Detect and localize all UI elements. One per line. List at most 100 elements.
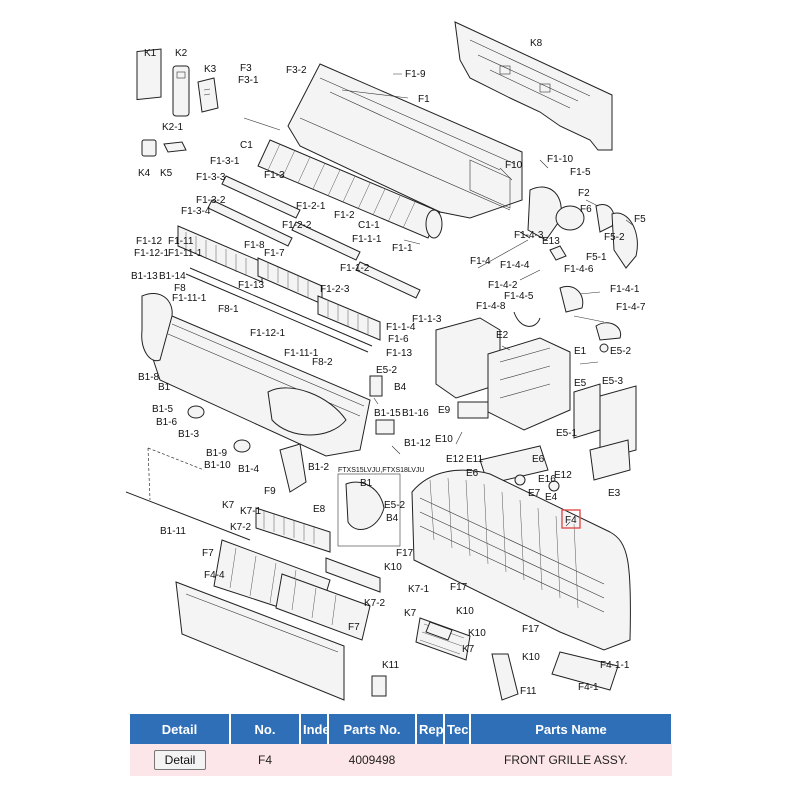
callout-f1-2-3: F1-2-3 [320, 284, 350, 295]
callout-b1-14: B1-14 [159, 271, 186, 282]
callout-f8-2: F8-2 [312, 357, 333, 368]
callout-b1: B1 [158, 382, 171, 393]
callout-f11: F11 [520, 686, 537, 697]
callout-e9: E9 [438, 405, 451, 416]
callout-f5-2: F5-2 [604, 232, 625, 243]
cell-tech [444, 744, 470, 776]
callout-f1-9: F1-9 [405, 69, 426, 80]
header-replace: Replace [416, 714, 445, 744]
callout-f3-2: F3-2 [286, 65, 307, 76]
callout-e5-2b: E5-2 [384, 500, 406, 511]
callout-e12b: E12 [554, 470, 572, 481]
callout-k7b: K7 [404, 608, 417, 619]
callout-f1-12: F1-12 [136, 236, 163, 247]
callout-f4[interactable]: F4 [565, 515, 577, 526]
callout-e5-3: E5-3 [602, 376, 624, 387]
callout-b1b: B1 [360, 478, 373, 489]
cell-no: F4 [230, 744, 300, 776]
callout-k10b: K10 [456, 606, 474, 617]
callout-e12a: E12 [446, 454, 464, 465]
detail-button[interactable]: Detail [153, 750, 207, 770]
callout-e7: E7 [528, 488, 541, 499]
callout-f17a: F17 [396, 548, 414, 559]
callout-f1-6: F1-6 [388, 334, 409, 345]
callout-f7b: F7 [348, 622, 360, 633]
mounting-plate [454, 21, 613, 151]
callout-k11: K11 [382, 660, 399, 671]
callout-c1-1: C1-1 [358, 220, 380, 231]
callout-f1-11-1c: F1-11-1 [284, 348, 319, 359]
callout-f1-1: F1-1 [392, 243, 413, 254]
callout-f1-10: F1-10 [547, 154, 574, 165]
callout-f1-2: F1-2 [334, 210, 355, 221]
callout-e6a: E6 [532, 454, 545, 465]
callout-e1: E1 [574, 346, 587, 357]
callout-f1-4-3: F1-4-3 [514, 230, 544, 241]
parts-table-header: Detail No. Index Parts No. Replace Tech … [130, 714, 673, 744]
callout-f1-3-1: F1-3-1 [210, 156, 240, 167]
callout-k7c: K7 [462, 644, 475, 655]
cell-parts-no: 4009498 [328, 744, 416, 776]
leader-lines [243, 73, 635, 527]
callout-f1-11-1a: F1-11-1 [168, 248, 203, 259]
callout-f1-13a: F1-13 [238, 280, 265, 291]
callout-e5-2a: E5-2 [376, 365, 398, 376]
callout-b1-2: B1-2 [308, 462, 330, 473]
callout-e10: E10 [435, 434, 453, 445]
callout-f5: F5 [634, 214, 646, 225]
callout-f1-5: F1-5 [570, 167, 591, 178]
callout-e2: E2 [496, 330, 509, 341]
callout-f1-1-4: F1-1-4 [386, 322, 416, 333]
callout-e5: E5 [574, 378, 587, 389]
callout-b1-15: B1-15 [374, 408, 401, 419]
callout-f1-3-2: F1-3-2 [196, 195, 226, 206]
callout-f1-4-4: F1-4-4 [500, 260, 530, 271]
callout-e8: E8 [313, 504, 326, 515]
callout-e13: E13 [542, 236, 560, 247]
remote-controller-group [136, 48, 219, 157]
main-frame [287, 63, 523, 219]
callout-e6b: E6 [466, 468, 479, 479]
callout-f1-1-1: F1-1-1 [352, 234, 382, 245]
callout-f1-4-2: F1-4-2 [488, 280, 518, 291]
callout-f1-1-2: F1-1-2 [340, 263, 370, 274]
callout-f17c: F17 [522, 624, 540, 635]
callout-b1-9: B1-9 [206, 448, 228, 459]
cell-index [300, 744, 328, 776]
callout-f1-11: F1-11 [168, 236, 194, 247]
callout-f6: F6 [580, 204, 592, 215]
callout-k2: K2 [175, 48, 188, 59]
callout-f4-1: F4-1 [578, 682, 599, 693]
header-tech: Tech [444, 714, 471, 744]
callout-f1-4-1: F1-4-1 [610, 284, 640, 295]
callout-f1-2-2: F1-2-2 [282, 220, 312, 231]
cell-detail: Detail [130, 744, 230, 776]
header-no: No. [230, 714, 301, 744]
callout-k4: K4 [138, 168, 151, 179]
callout-k10d: K10 [522, 652, 540, 663]
callout-e3: E3 [608, 488, 621, 499]
callout-e4: E4 [545, 492, 558, 503]
louver-assemblies [177, 175, 421, 353]
callout-f1-2-1: F1-2-1 [296, 201, 326, 212]
table-row: Detail F4 4009498 FRONT GRILLE ASSY. [130, 744, 672, 776]
callout-e16: E16 [538, 474, 556, 485]
callout-f8: F8 [174, 283, 186, 294]
part-callouts: K1 K2 K3 K2-1 K4 K5 K8 F3 F3-1 F3-2 F1-9… [131, 38, 646, 697]
header-detail: Detail [130, 714, 231, 744]
callout-f9: F9 [264, 486, 276, 497]
callout-k7a: K7 [222, 500, 235, 511]
air-filters-and-panel [125, 447, 619, 701]
control-box-group [435, 317, 637, 492]
callout-e5-2c: E5-2 [610, 346, 632, 357]
callout-k7-2a: K7-2 [230, 522, 252, 533]
callout-f1-3: F1-3 [264, 170, 285, 181]
front-grille-assy[interactable] [411, 469, 631, 651]
callout-f1-13b: F1-13 [386, 348, 413, 359]
callout-k2-1: K2-1 [162, 122, 184, 133]
callout-f8-1: F8-1 [218, 304, 239, 315]
callout-b1-16: B1-16 [402, 408, 429, 419]
callout-b1-8: B1-8 [138, 372, 160, 383]
callout-f1-12-1: F1-12-1 [134, 248, 169, 259]
callout-f1-12-1b: F1-12-1 [250, 328, 285, 339]
